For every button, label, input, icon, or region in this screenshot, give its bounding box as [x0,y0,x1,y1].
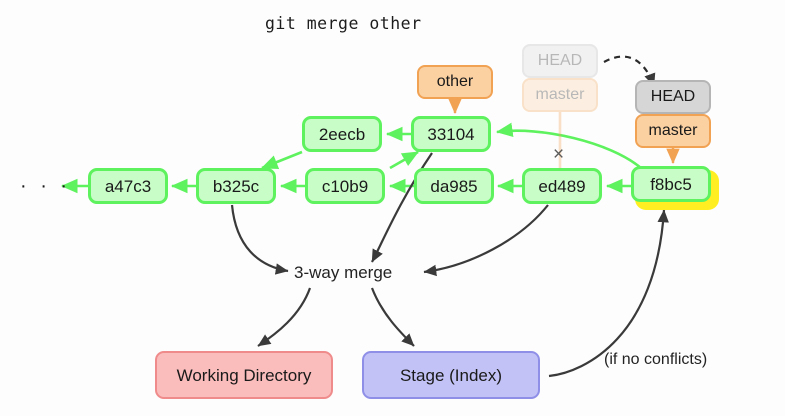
edge-f8bc5-to-33104 [495,122,642,169]
branch-label-master-new[interactable]: master [635,114,711,148]
commit-node-b325c[interactable]: b325c [196,168,276,204]
edge-merge-to-stage [370,287,415,347]
if-no-conflicts-label: (if no conflicts) [604,351,708,368]
edge-merge-to-working-directory [257,287,312,347]
working-directory-box[interactable]: Working Directory [155,351,333,399]
head-label-new[interactable]: HEAD [635,80,711,114]
three-way-merge-label: 3-way merge [294,263,393,282]
branch-label-other[interactable]: other [417,65,493,99]
cut-mark: × [553,144,565,165]
commit-node-f8bc5[interactable]: f8bc5 [631,166,711,202]
commit-ellipsis: · · · [20,175,72,197]
edge-ed489-to-merge [423,204,549,277]
edge-c10b9-to-33104 [389,150,419,170]
edge-b325c-to-merge [230,204,289,275]
commit-node-ed489[interactable]: ed489 [522,168,602,204]
commit-node-da985[interactable]: da985 [414,168,494,204]
commit-node-33104[interactable]: 33104 [411,116,491,152]
commit-node-a47c3[interactable]: a47c3 [88,168,168,204]
stage-index-box[interactable]: Stage (Index) [362,351,540,399]
branch-label-master-old: master [522,78,598,112]
commit-node-c10b9[interactable]: c10b9 [305,168,385,204]
edge-2eecb-to-b325c [261,150,303,170]
commit-node-2eecb[interactable]: 2eecb [302,116,382,152]
page-title: git merge other [265,14,422,33]
head-label-old: HEAD [522,44,598,78]
